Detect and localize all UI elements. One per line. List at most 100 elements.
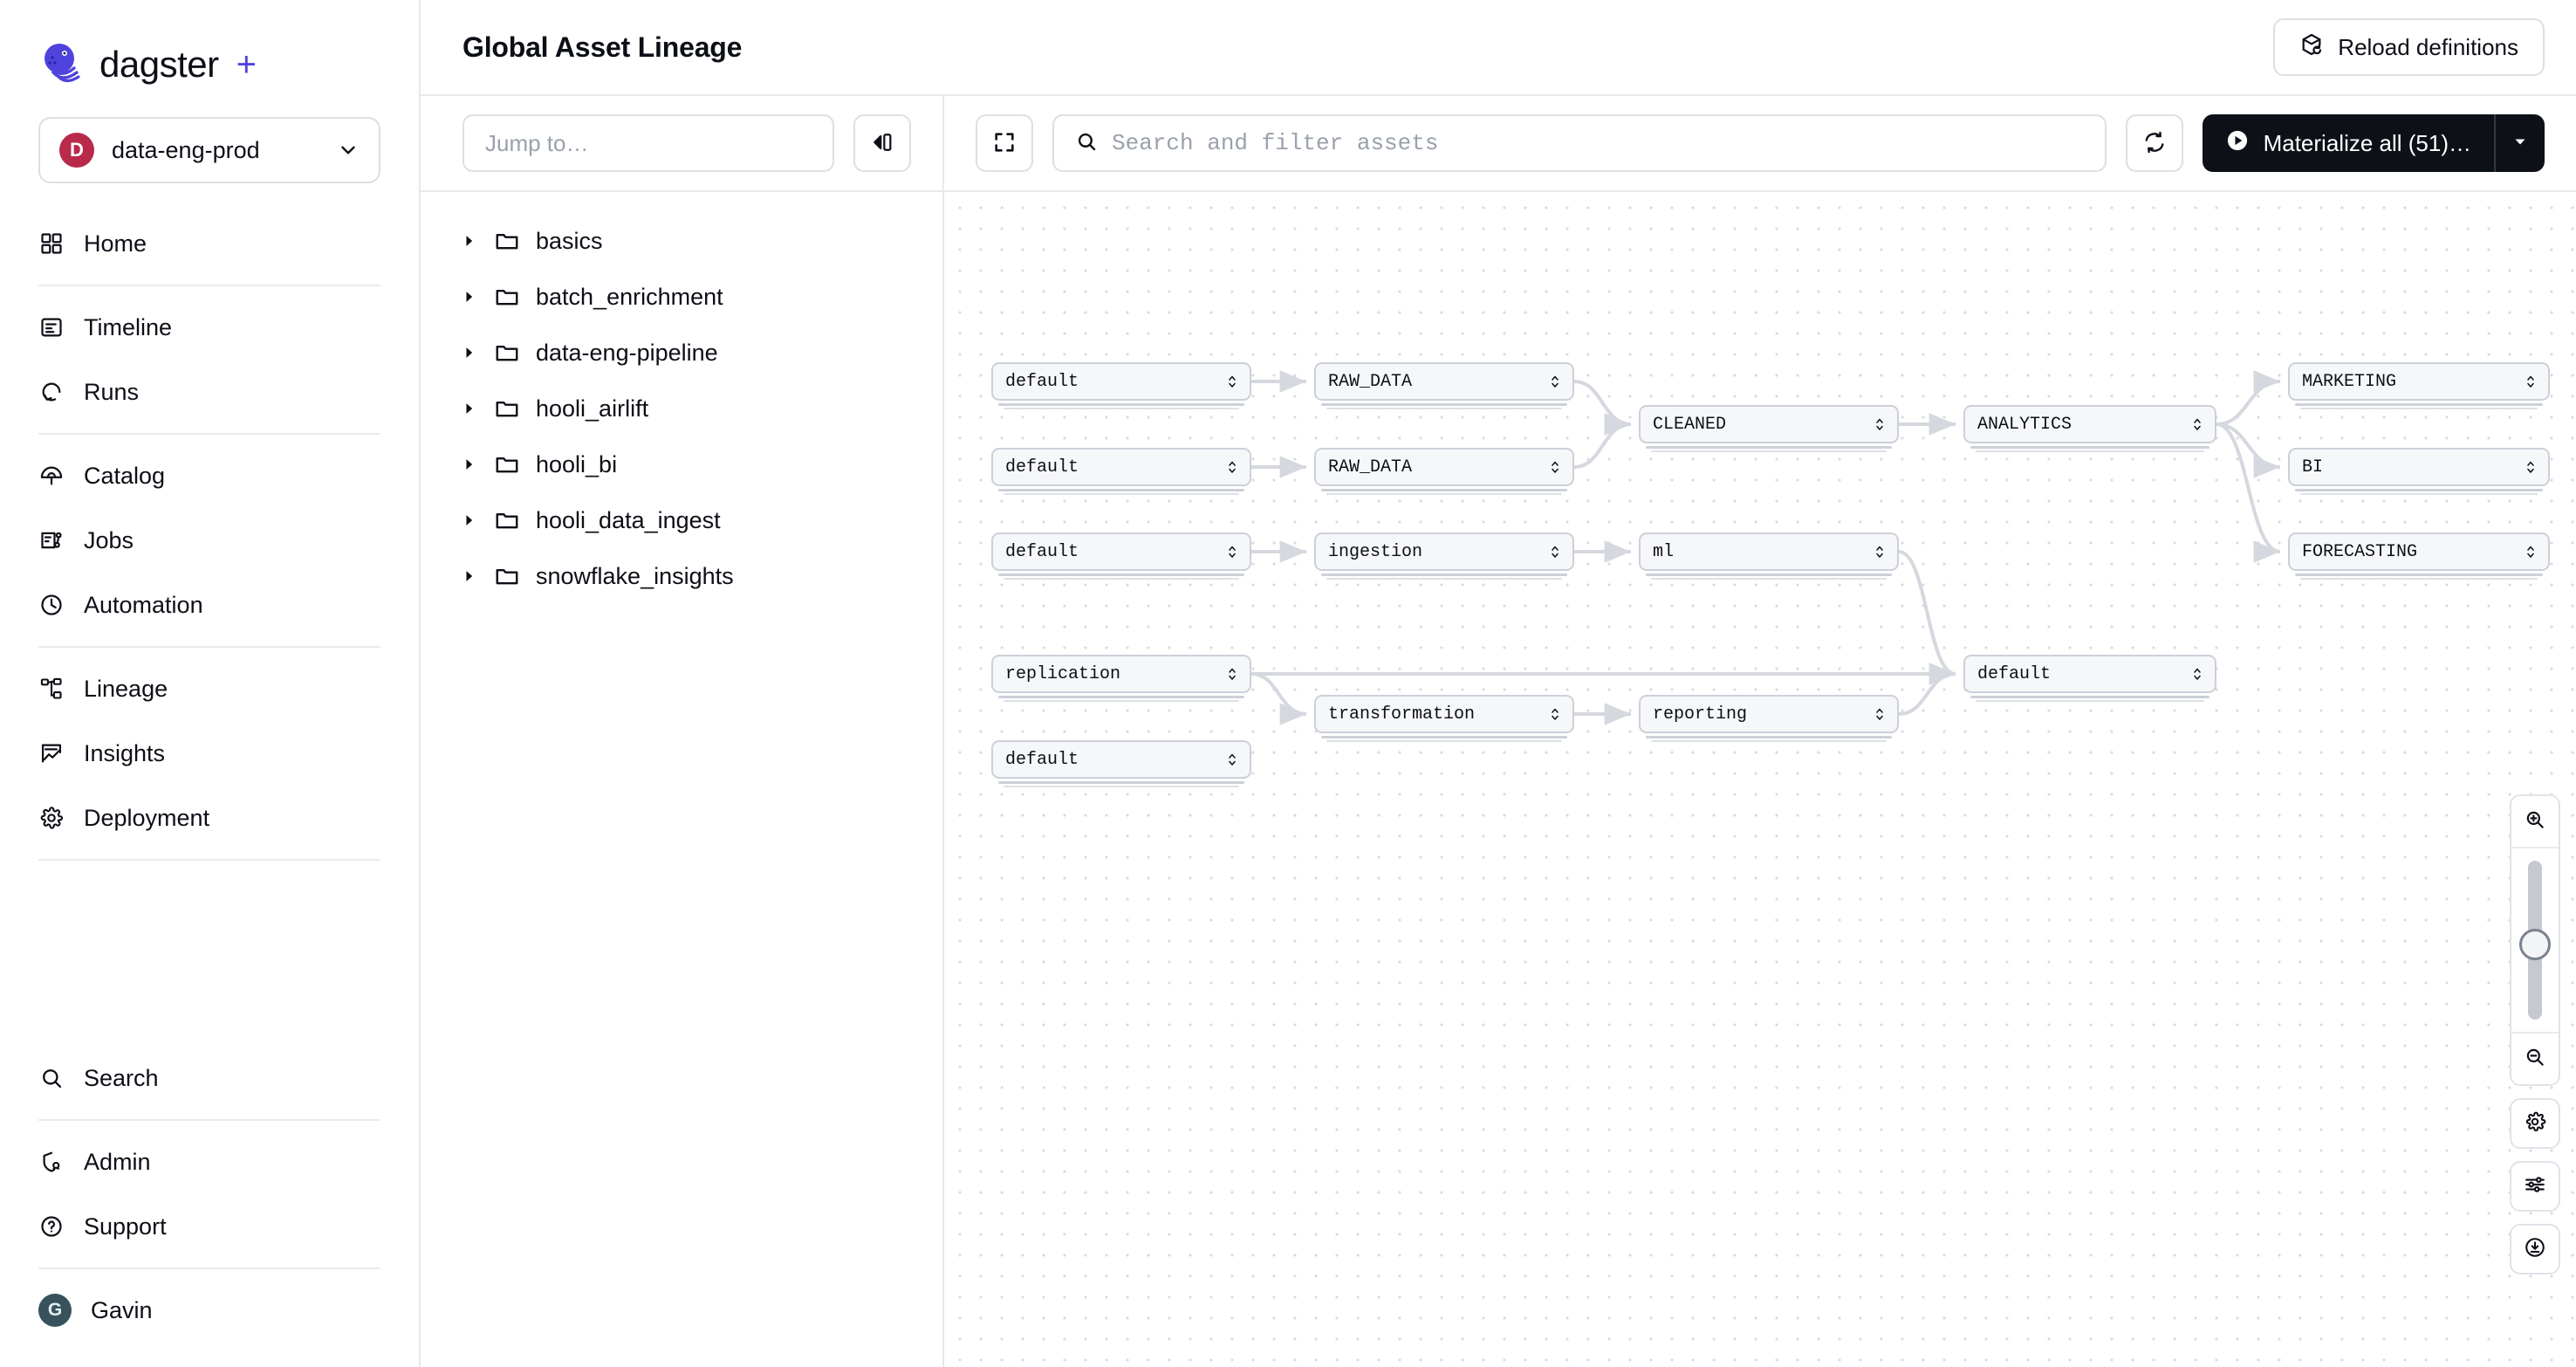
asset-node-stack-line <box>998 489 1244 491</box>
sidebar-item-support[interactable]: Support <box>0 1194 419 1259</box>
refresh-button[interactable] <box>2125 114 2183 172</box>
asset-node[interactable]: default <box>991 448 1251 486</box>
asset-node[interactable]: default <box>991 532 1251 571</box>
sidebar-item-lineage[interactable]: Lineage <box>0 656 419 721</box>
asset-node[interactable]: RAW_DATA <box>1314 448 1574 486</box>
sidebar-item-runs[interactable]: Runs <box>0 360 419 424</box>
sidebar-item-catalog[interactable]: Catalog <box>0 443 419 508</box>
expand-collapse-icon[interactable] <box>1225 664 1239 684</box>
caret-right-icon[interactable] <box>459 511 478 530</box>
asset-search-field[interactable] <box>1052 114 2107 172</box>
expand-collapse-icon[interactable] <box>1225 372 1239 391</box>
expand-collapse-icon[interactable] <box>1548 542 1562 561</box>
caret-right-icon[interactable] <box>459 231 478 251</box>
clock-icon <box>38 592 65 618</box>
tree-item-batch-enrichment[interactable]: batch_enrichment <box>421 269 942 325</box>
expand-collapse-icon[interactable] <box>1873 415 1887 434</box>
zoom-in-button[interactable] <box>2511 796 2559 847</box>
tree-item-snowflake-insights[interactable]: snowflake_insights <box>421 548 942 604</box>
sidebar-item-label: Timeline <box>84 313 173 340</box>
expand-collapse-icon[interactable] <box>2524 542 2538 561</box>
asset-node[interactable]: default <box>991 362 1251 401</box>
sidebar-item-timeline[interactable]: Timeline <box>0 295 419 360</box>
expand-collapse-icon[interactable] <box>1873 542 1887 561</box>
brand-name: dagster <box>99 44 219 85</box>
expand-collapse-icon[interactable] <box>2190 664 2204 684</box>
reload-definitions-button[interactable]: Reload definitions <box>2273 18 2545 76</box>
expand-collapse-icon[interactable] <box>1225 457 1239 477</box>
asset-node[interactable]: RAW_DATA <box>1314 362 1574 401</box>
sidebar-item-user[interactable]: G Gavin <box>0 1278 419 1343</box>
sidebar-item-home[interactable]: Home <box>0 211 419 276</box>
asset-node-label: FORECASTING <box>2302 541 2418 562</box>
graph-settings-button[interactable] <box>2510 1098 2560 1149</box>
zoom-slider[interactable] <box>2511 848 2559 1032</box>
tree-item-hooli-bi[interactable]: hooli_bi <box>421 436 942 492</box>
nav-divider <box>38 1119 380 1121</box>
search-input[interactable] <box>1112 130 2084 156</box>
asset-node-stack-line <box>1326 740 1562 742</box>
collapse-panel-button[interactable] <box>853 114 911 172</box>
asset-node[interactable]: default <box>1963 655 2216 693</box>
sidebar-item-automation[interactable]: Automation <box>0 573 419 637</box>
asset-node-stack-line <box>1326 408 1562 409</box>
caret-right-icon[interactable] <box>459 399 478 418</box>
asset-node[interactable]: replication <box>991 655 1251 693</box>
graph-filters-button[interactable] <box>2510 1161 2560 1212</box>
asset-node[interactable]: CLEANED <box>1639 405 1899 443</box>
nav-group-activity: Timeline Runs <box>0 286 419 433</box>
asset-node[interactable]: transformation <box>1314 695 1574 733</box>
asset-node[interactable]: MARKETING <box>2288 362 2550 401</box>
expand-collapse-icon[interactable] <box>1225 750 1239 769</box>
sidebar-item-jobs[interactable]: Jobs <box>0 508 419 573</box>
asset-node[interactable]: ml <box>1639 532 1899 571</box>
tree-item-hooli-data-ingest[interactable]: hooli_data_ingest <box>421 492 942 548</box>
expand-collapse-icon[interactable] <box>1873 704 1887 724</box>
expand-collapse-icon[interactable] <box>2190 415 2204 434</box>
asset-node-stack-line <box>1646 446 1892 449</box>
zoom-slider-thumb[interactable] <box>2519 929 2551 960</box>
asset-node-stack-line <box>2300 578 2538 580</box>
sidebar-item-deployment[interactable]: Deployment <box>0 786 419 850</box>
materialize-dropdown-button[interactable] <box>2496 114 2545 172</box>
asset-node[interactable]: ANALYTICS <box>1963 405 2216 443</box>
expand-collapse-icon[interactable] <box>2524 372 2538 391</box>
page-title: Global Asset Lineage <box>462 31 743 63</box>
jump-to-input[interactable] <box>462 114 834 172</box>
asset-node[interactable]: default <box>991 740 1251 779</box>
tree-item-hooli-airlift[interactable]: hooli_airlift <box>421 381 942 436</box>
tree-item-basics[interactable]: basics <box>421 213 942 269</box>
sidebar-item-search[interactable]: Search <box>0 1046 419 1110</box>
sidebar-item-admin[interactable]: Admin <box>0 1130 419 1194</box>
deployment-selector[interactable]: D data-eng-prod <box>38 117 380 183</box>
asset-node[interactable]: reporting <box>1639 695 1899 733</box>
graph-download-button[interactable] <box>2510 1224 2560 1274</box>
materialize-all-button[interactable]: Materialize all (51)… <box>2202 114 2545 172</box>
folder-icon <box>494 507 520 533</box>
expand-collapse-icon[interactable] <box>1548 372 1562 391</box>
expand-collapse-icon[interactable] <box>1548 457 1562 477</box>
caret-right-icon[interactable] <box>459 455 478 474</box>
asset-node-stack-line <box>2295 403 2543 406</box>
expand-collapse-icon[interactable] <box>2524 457 2538 477</box>
brand[interactable]: dagster + <box>0 0 419 94</box>
materialize-main[interactable]: Materialize all (51)… <box>2203 114 2496 172</box>
expand-collapse-icon[interactable] <box>1548 704 1562 724</box>
zoom-out-button[interactable] <box>2511 1034 2559 1084</box>
lineage-edge <box>1250 672 1307 725</box>
asset-node-label: ml <box>1653 541 1675 562</box>
caret-right-icon[interactable] <box>459 567 478 586</box>
caret-right-icon[interactable] <box>459 287 478 306</box>
asset-node[interactable]: BI <box>2288 448 2550 486</box>
sidebar-item-insights[interactable]: Insights <box>0 721 419 786</box>
fit-to-screen-button[interactable] <box>976 114 1033 172</box>
expand-collapse-icon[interactable] <box>1225 542 1239 561</box>
caret-down-icon <box>2510 131 2531 156</box>
tree-item-data-eng-pipeline[interactable]: data-eng-pipeline <box>421 325 942 381</box>
caret-right-icon[interactable] <box>459 343 478 362</box>
tree-item-label: hooli_airlift <box>536 395 649 422</box>
asset-node[interactable]: ingestion <box>1314 532 1574 571</box>
nav-group-definitions: Catalog Jobs <box>0 435 419 646</box>
asset-node[interactable]: FORECASTING <box>2288 532 2550 571</box>
